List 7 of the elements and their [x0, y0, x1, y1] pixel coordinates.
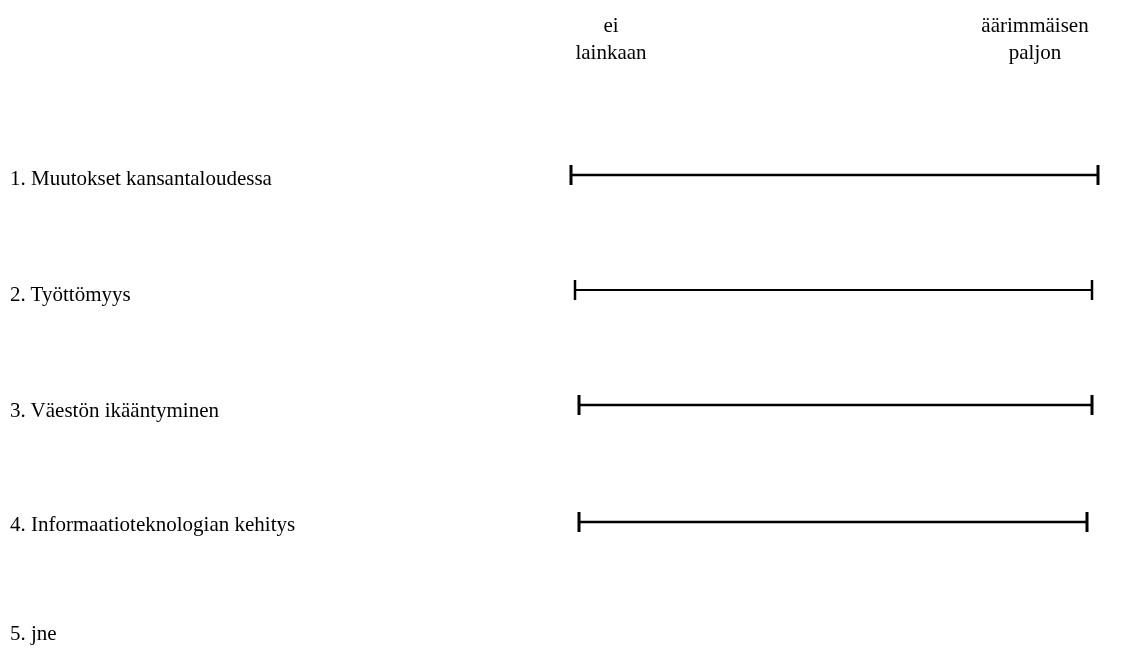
item-label: 2. Työttömyys: [10, 281, 131, 307]
item-label: 1. Muutokset kansantaloudessa: [10, 165, 272, 191]
item-label: 4. Informaatioteknologian kehitys: [10, 511, 296, 537]
item-label: 5. jne: [10, 620, 57, 646]
scale-end-label: ei lainkaan: [574, 12, 648, 66]
item-label: 3. Väestön ikääntyminen: [10, 397, 219, 423]
scale-end-label: äärimmäisen paljon: [980, 12, 1090, 66]
